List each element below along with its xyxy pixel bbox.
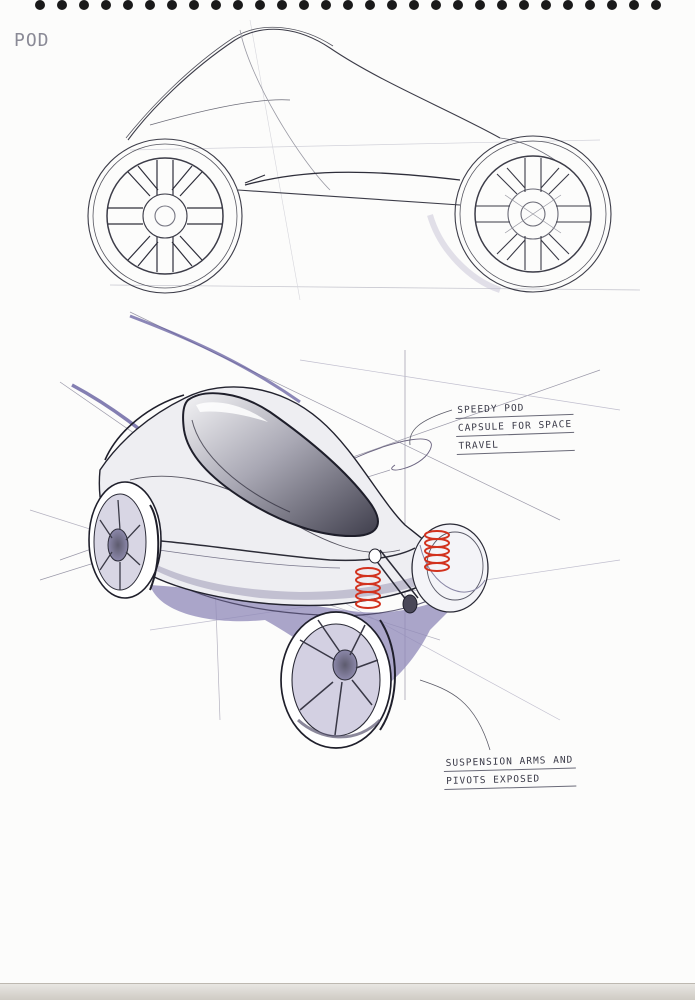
front-right-wheel: [280, 611, 396, 749]
front-coil-spring: [355, 567, 381, 609]
annotation-line: PIVOTS EXPOSED: [444, 771, 577, 790]
side-view-front-wheel: [87, 138, 243, 294]
annotation-suspension: SUSPENSION ARMS AND PIVOTS EXPOSED: [443, 753, 577, 793]
annotation-line: TRAVEL: [456, 435, 575, 455]
front-left-wheel: [88, 481, 162, 599]
page-bottom-edge: [0, 983, 695, 1000]
rear-wheel: [411, 523, 489, 613]
sketch-title: POD: [14, 30, 50, 51]
side-view-sketch: [87, 19, 641, 301]
annotation-line: CAPSULE FOR SPACE: [455, 417, 575, 437]
rear-coil-spring: [424, 530, 450, 572]
spiral-binding: [35, 0, 661, 10]
annotation-speedy-pod: SPEEDY POD CAPSULE FOR SPACE TRAVEL: [455, 399, 575, 458]
side-view-rear-wheel: [427, 135, 612, 293]
annotation-line: SPEEDY POD: [455, 399, 574, 420]
suspension: [355, 530, 450, 614]
perspective-sketch: [29, 311, 621, 751]
annotation-line: SUSPENSION ARMS AND: [443, 753, 576, 773]
